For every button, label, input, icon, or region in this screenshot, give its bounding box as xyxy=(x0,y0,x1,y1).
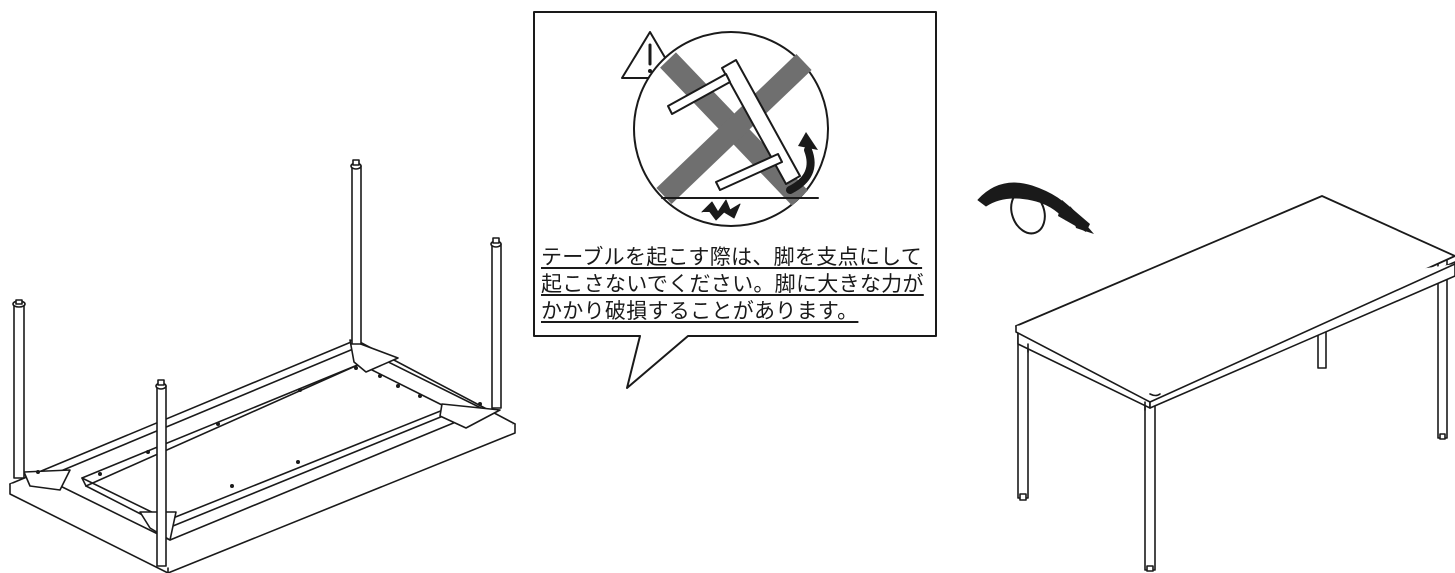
warning-callout xyxy=(533,11,937,389)
leg xyxy=(491,243,502,409)
x-mark-prohibited-icon xyxy=(656,52,812,206)
corner-bracket xyxy=(23,469,71,491)
leg xyxy=(13,303,25,479)
impact-burst-icon xyxy=(701,199,741,221)
leg xyxy=(156,385,167,567)
upside-down-table xyxy=(9,159,516,573)
warning-line-3: かかり破損することがあります。 xyxy=(541,299,859,323)
prohibited-illustration xyxy=(633,31,829,227)
warning-text: テーブルを起こす際は、脚を支点にして 起こさないでください。脚に大きな力が かか… xyxy=(541,244,933,325)
leg xyxy=(1144,401,1156,571)
flip-rotate-icon xyxy=(977,182,1094,235)
upright-table xyxy=(1015,195,1455,572)
table-legs xyxy=(12,159,502,567)
corner-bracket xyxy=(439,403,501,429)
curved-arrow-icon xyxy=(786,132,818,194)
leg xyxy=(1437,259,1448,439)
tilted-table xyxy=(667,59,801,191)
leg xyxy=(1017,327,1029,499)
warning-line-1: テーブルを起こす際は、脚を支点にして xyxy=(541,245,923,269)
warning-line-2: 起こさないでください。脚に大きな力が xyxy=(541,272,924,296)
leg xyxy=(1317,329,1327,369)
corner-bracket xyxy=(349,339,399,373)
leg xyxy=(351,165,362,345)
screws xyxy=(36,366,482,488)
